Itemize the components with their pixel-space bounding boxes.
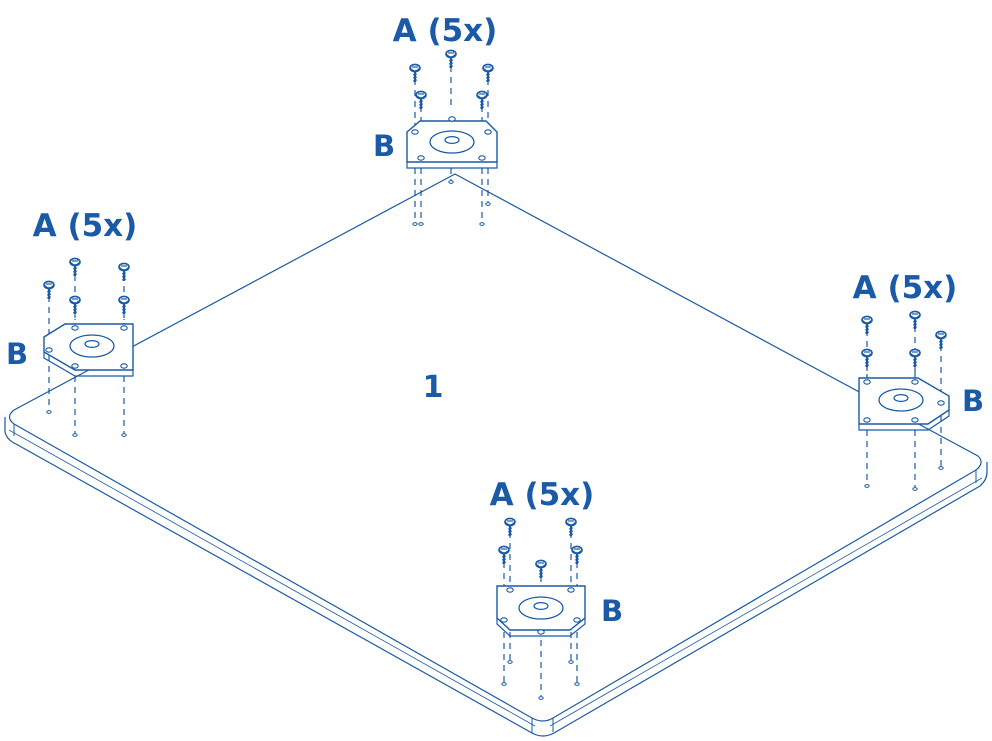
screw-icon bbox=[934, 330, 948, 351]
bracket-bottom bbox=[496, 517, 586, 700]
screw-icon bbox=[408, 63, 422, 84]
screw-count-label-left: A (5x) bbox=[33, 208, 138, 244]
bracket-top bbox=[406, 49, 498, 226]
plate-label-bottom: B bbox=[601, 594, 623, 628]
screw-icon bbox=[444, 49, 458, 70]
screw-count-label-bottom: A (5x) bbox=[490, 477, 595, 513]
screw-icon bbox=[475, 90, 489, 111]
table-top-panel bbox=[4, 173, 988, 737]
screw-icon bbox=[117, 295, 131, 316]
plate-label-top: B bbox=[373, 129, 395, 163]
screw-count-label-right: A (5x) bbox=[853, 270, 958, 306]
screw-icon bbox=[481, 63, 495, 84]
screw-icon bbox=[414, 90, 428, 111]
screw-icon bbox=[908, 310, 922, 331]
screw-count-label-top: A (5x) bbox=[393, 13, 498, 49]
plate-label-right: B bbox=[962, 384, 984, 418]
bracket-left bbox=[42, 257, 134, 437]
screw-icon bbox=[68, 295, 82, 316]
screw-icon bbox=[117, 262, 131, 283]
screw-icon bbox=[860, 348, 874, 369]
screw-icon bbox=[908, 348, 922, 369]
screw-icon bbox=[68, 257, 82, 278]
plate-label-left: B bbox=[6, 337, 28, 371]
bracket-right bbox=[858, 310, 950, 491]
part-number-label: 1 bbox=[423, 370, 444, 405]
screw-icon bbox=[42, 280, 56, 301]
screw-icon bbox=[860, 315, 874, 336]
